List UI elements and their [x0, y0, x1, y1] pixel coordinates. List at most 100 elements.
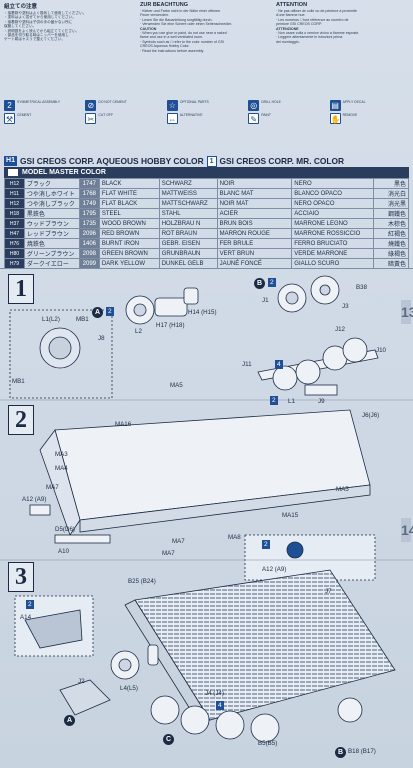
- part-label: MA8: [228, 534, 241, 541]
- callout-quantity: 2: [270, 396, 278, 405]
- divider: [0, 268, 413, 269]
- part-label: MB1: [76, 316, 89, 323]
- part-label: L2: [135, 328, 142, 335]
- track-assembly: [134, 569, 396, 721]
- alternative-icon: ⇔: [166, 113, 178, 124]
- drill-icon: ◎: [248, 100, 260, 111]
- symbol-group: ▤APPLY DECAL ✋REMOVE: [329, 100, 366, 124]
- part-label: H17 (H18): [156, 322, 185, 329]
- track-rail: [54, 534, 111, 544]
- callout-b: B: [254, 278, 265, 289]
- road-wheel-3: [215, 710, 245, 740]
- warnings-section: 組立ての注意 ・接着剤や塗料はよく換気して使用してください。 ・塗料はよく混ぜて…: [4, 2, 409, 92]
- cement-icon: ⚒: [4, 113, 15, 124]
- callout-a: A: [64, 715, 75, 726]
- arm-part: [183, 287, 199, 305]
- star-icon: ☆: [166, 100, 178, 111]
- side-page-marker: 13: [401, 300, 413, 324]
- no-cement-icon: ⊘: [85, 100, 97, 111]
- part-label: D5(D6): [55, 526, 75, 533]
- step-2-number: 2: [8, 405, 34, 435]
- part-label: J6(J6): [362, 412, 380, 419]
- bogie-wheel: [272, 365, 298, 391]
- part-label: B25 (B24): [128, 578, 156, 585]
- paint-icon: ✎: [248, 113, 260, 124]
- callout-quantity: 2: [26, 600, 34, 609]
- hub-assembly: [154, 297, 188, 317]
- warning-jp: 組立ての注意 ・接着剤や塗料はよく換気して使用してください。 ・塗料はよく混ぜて…: [4, 4, 87, 42]
- part-label: A12 (A9): [262, 566, 287, 573]
- step-3-number: 3: [8, 562, 34, 592]
- model-master-swatch: [8, 169, 18, 176]
- bogie-bracket: [304, 384, 338, 396]
- symmetric-icon: 2: [4, 100, 15, 111]
- part-label: J11: [242, 361, 252, 368]
- callout-quantity: 2: [262, 540, 270, 549]
- part-label: J9: [318, 398, 325, 405]
- part-label: J8: [98, 335, 105, 342]
- side-page-marker: 14: [401, 518, 413, 542]
- symbol-group: ◎DRILL HOLE ✎PAINT: [248, 100, 281, 124]
- callout-symmetric: 2: [268, 278, 276, 287]
- bogie-wheel: [342, 337, 368, 363]
- part-label: MA3: [55, 451, 68, 458]
- part-label: B38: [356, 284, 368, 291]
- part-label: MA4: [55, 465, 68, 472]
- part-label: MA7: [162, 550, 175, 557]
- part-label: MA15: [282, 512, 299, 519]
- side-bracket: [29, 504, 51, 516]
- part-label: J10: [376, 347, 386, 354]
- cut-icon: ✂: [85, 113, 97, 124]
- part-label: L1(L2): [42, 316, 60, 323]
- part-label: MA7: [172, 538, 185, 545]
- symbol-group: ☆OPTIONAL PARTS ⇔ALTERNATIVE: [166, 100, 209, 124]
- bracket-j2: [59, 679, 111, 716]
- mr-color-badge: 1: [206, 155, 217, 167]
- callout-quantity: 4: [275, 360, 283, 369]
- warning-de-en: ZUR BEACHTUNG · Kleber und Farbe nicht i…: [140, 2, 233, 53]
- paint-brand-header: H1 GSI CREOS CORP. AQUEOUS HOBBY COLOR 1…: [4, 155, 409, 167]
- part-label: J12: [335, 326, 345, 333]
- bogie-wheel: [295, 359, 321, 385]
- step-3-drawing: [14, 569, 396, 743]
- part-label: B18 (B17): [348, 748, 376, 755]
- part-label: J4 (J4): [205, 690, 224, 697]
- model-master-header: MODEL MASTER COLOR: [4, 167, 409, 178]
- warning-fr-it: ATTENTION · Ne pas utiliser de colle ou …: [276, 2, 360, 44]
- part-label: MA5: [170, 382, 183, 389]
- callout-symmetric: 2: [106, 307, 114, 316]
- part-label: A12 (A9): [22, 496, 47, 503]
- part-label: B5(B5): [258, 740, 278, 747]
- part-label: A10: [58, 548, 70, 555]
- callout-b: B: [335, 747, 346, 758]
- detail-box: [9, 309, 113, 399]
- road-wheel-3: [150, 695, 180, 725]
- remove-icon: ✋: [329, 113, 341, 124]
- callout-a: A: [92, 307, 103, 318]
- part-label: H14 (H15): [188, 309, 217, 316]
- part-label: MA16: [115, 421, 132, 428]
- callout-quantity: 4: [216, 701, 224, 710]
- road-wheel-3: [180, 705, 210, 735]
- part-label: MA7: [46, 484, 59, 491]
- step-1-drawing: [9, 275, 379, 399]
- road-wheel-3: [250, 713, 280, 743]
- callout-c: C: [163, 734, 174, 745]
- idler-wheel-3: [337, 697, 363, 723]
- part-label: J7: [325, 588, 332, 595]
- hobby-color-label: GSI CREOS CORP. AQUEOUS HOBBY COLOR: [19, 156, 204, 166]
- part-label: L1: [288, 398, 295, 405]
- part-label: J2: [78, 678, 85, 685]
- mr-color-label: GSI CREOS CORP. MR. COLOR: [219, 156, 345, 166]
- step-1-number: 1: [8, 274, 34, 304]
- bearing: [147, 644, 159, 666]
- part-label: MA5: [336, 486, 349, 493]
